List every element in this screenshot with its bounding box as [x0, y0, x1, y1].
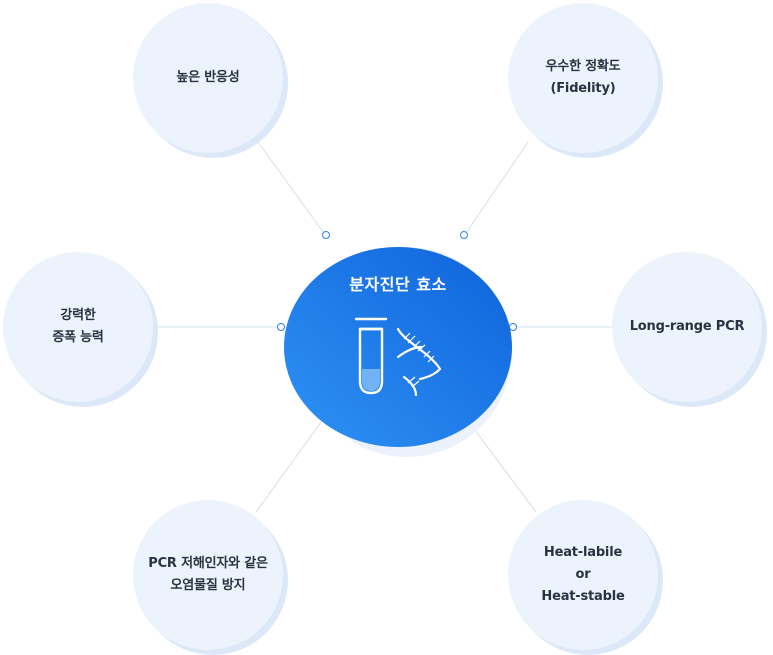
feature-long-range: Long-range PCR [612, 252, 762, 402]
test-tube-dna-icon [354, 317, 442, 397]
feature-heat: Heat-labile or Heat-stable [508, 500, 658, 650]
feature-label: 강력한 증폭 능력 [52, 308, 104, 345]
connector-inhibitor [255, 417, 325, 513]
connector-dot [322, 231, 330, 239]
hub-circle [284, 247, 512, 447]
feature-inhibitor: PCR 저해인자와 같은 오염물질 방지 [133, 500, 283, 650]
center-hub: 분자진단 효소 [284, 247, 512, 457]
feature-label: Long-range PCR [629, 319, 745, 334]
feature-high-reactivity: 높은 반응성 [133, 3, 283, 153]
hub-title: 분자진단 효소 [349, 275, 447, 294]
feature-label: Heat-labile or Heat-stable [541, 545, 625, 604]
connector-dot [460, 231, 468, 239]
connector-fidelity [463, 141, 529, 237]
feature-amplification: 강력한 증폭 능력 [3, 252, 153, 402]
connector-dot [277, 323, 285, 331]
connector-heat [465, 417, 537, 513]
connector-high-reactivity [257, 141, 327, 237]
feature-fidelity: 우수한 정확도 (Fidelity) [508, 3, 658, 153]
feature-label: 우수한 정확도 (Fidelity) [545, 59, 621, 96]
feature-label: 높은 반응성 [176, 70, 240, 85]
feature-label: PCR 저해인자와 같은 오염물질 방지 [148, 556, 268, 593]
